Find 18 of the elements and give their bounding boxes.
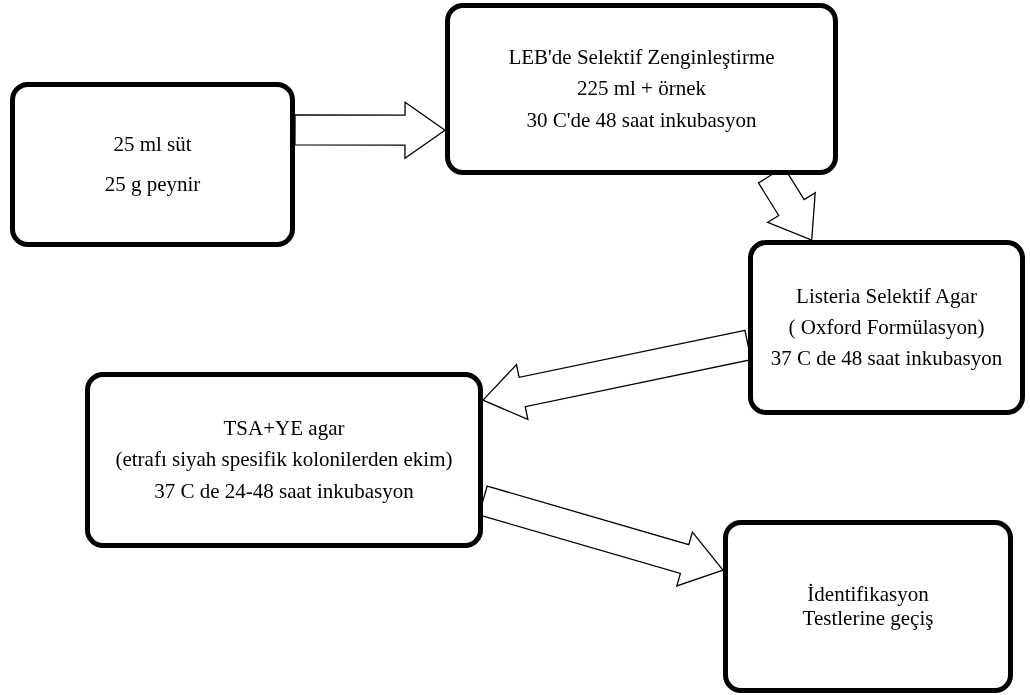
step-text: İdentifikasyon Testlerine geçiş (801, 583, 935, 630)
step-text: 37 C de 48 saat inkubasyon (770, 347, 1003, 371)
step-text: 37 C de 24-48 saat inkubasyon (154, 479, 414, 503)
step-text: 225 ml + örnek (576, 77, 707, 101)
step-text: Listeria Selektif Agar (796, 284, 977, 308)
step-text: 25 g peynir (104, 172, 201, 196)
process-box (85, 372, 483, 548)
process-box (748, 240, 1025, 415)
block-arrow (294, 100, 447, 160)
step-text: (etrafı siyah spesifik kolonilerden ekim) (115, 448, 453, 472)
step-text: TSA+YE agar (223, 417, 345, 441)
step-text: 25 ml süt (113, 133, 192, 157)
step-text: LEB'de Selektif Zenginleştirme (508, 46, 775, 70)
process-box (10, 82, 295, 247)
step-text: 30 C'de 48 saat inkubasyon (526, 108, 757, 132)
process-box (723, 520, 1013, 693)
step-text: ( Oxford Formülasyon) (788, 315, 985, 340)
process-box (445, 3, 838, 175)
